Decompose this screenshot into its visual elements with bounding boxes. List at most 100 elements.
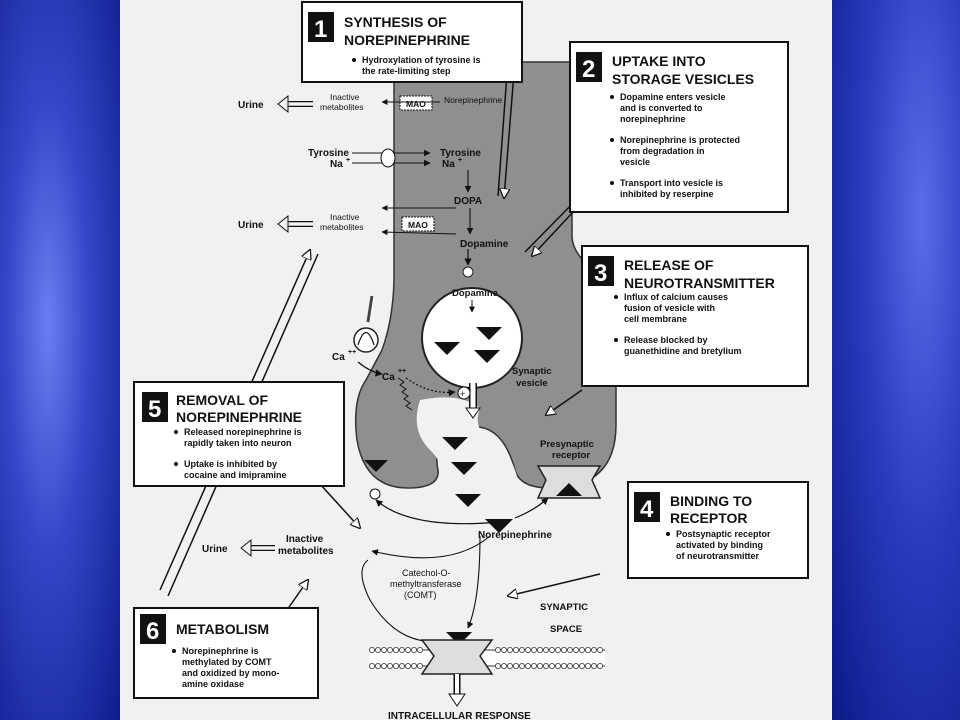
box2-b1-l3: norepinephrine — [620, 114, 686, 124]
membrane-lipid — [578, 647, 585, 654]
box5-title-1: REMOVAL OF — [176, 392, 268, 408]
membrane-lipid — [590, 663, 597, 670]
box2-b3-l2: inhibited by reserpine — [620, 189, 714, 199]
presynaptic-receptor — [536, 465, 602, 499]
membrane-lipid — [410, 647, 417, 654]
presynaptic-receptor-label: receptor — [552, 450, 590, 461]
norepinephrine-diagram: + Tyrosine Na + Tyrosine Na + DOPA Dopam… — [133, 1, 809, 720]
membrane-lipid — [584, 663, 591, 670]
box3-title-1: RELEASE OF — [624, 257, 714, 273]
membrane-lipid — [518, 663, 525, 670]
box5-b1-l1: Released norepinephrine is — [184, 427, 302, 437]
membrane-lipid — [404, 647, 411, 654]
membrane-lipid — [386, 647, 393, 654]
membrane-lipid — [512, 663, 519, 670]
membrane-lipid — [560, 647, 567, 654]
box-uptake: 2 UPTAKE INTO STORAGE VESICLES Dopamine … — [569, 41, 789, 213]
membrane-lipid — [554, 663, 561, 670]
svg-text:++: ++ — [348, 349, 356, 356]
postsynaptic-receptor — [420, 639, 494, 675]
comt-line3: (COMT) — [404, 590, 437, 600]
membrane-lipid — [524, 647, 531, 654]
synaptic-label: Synaptic — [512, 366, 552, 377]
membrane-lipid — [548, 663, 555, 670]
box2-b1-l2: and is converted to — [620, 103, 703, 113]
box5-title-2: NOREPINEPHRINE — [176, 409, 302, 425]
box1-b1-l1: Hydroxylation of tyrosine is — [362, 55, 481, 65]
ne-triangle — [442, 437, 468, 450]
box-release: 3 RELEASE OF NEUROTRANSMITTER Influx of … — [581, 245, 809, 387]
norepinephrine-cleft-label: Norepinephrine — [478, 530, 552, 541]
mao-top-label: MAO — [406, 99, 426, 109]
ne-triangle — [364, 460, 388, 472]
membrane-lipid — [560, 663, 567, 670]
box1-title-1: SYNTHESIS OF — [344, 14, 447, 30]
membrane-lipid — [368, 663, 375, 670]
box4-b1-l3: of neurotransmitter — [676, 551, 760, 561]
tyrosine-label-out: Tyrosine — [308, 148, 349, 159]
ne-triangle — [455, 494, 481, 507]
ca-outside-label: Ca — [332, 352, 345, 363]
svg-text:++: ++ — [398, 368, 406, 375]
calcium-channel — [353, 327, 379, 353]
box5-b2-l1: Uptake is inhibited by — [184, 459, 277, 469]
inactive-bottom: Inactive — [286, 534, 324, 545]
membrane-lipid — [500, 663, 507, 670]
urine-bottom: Urine — [202, 544, 228, 555]
box-removal: 5 REMOVAL OF NOREPINEPHRINE Released nor… — [133, 381, 345, 487]
membrane-lipid — [530, 647, 537, 654]
ca-inside-label: Ca — [382, 372, 395, 383]
synaptic-space-label-2: SPACE — [550, 624, 582, 635]
box2-b1-l1: Dopamine enters vesicle — [620, 92, 726, 102]
membrane-lipid — [392, 663, 399, 670]
membrane-lipid — [506, 663, 513, 670]
dopamine-transporter — [462, 266, 474, 278]
metabolites-top: metabolites — [320, 102, 363, 112]
box-metabolism: 6 METABOLISM Norepinephrine is methylate… — [133, 607, 319, 699]
box4-title-1: BINDING TO — [670, 493, 752, 509]
synaptic-space-label-1: SYNAPTIC — [540, 602, 588, 613]
postsynaptic-membrane — [368, 647, 605, 670]
box-binding: 4 BINDING TO RECEPTOR Postsynaptic recep… — [627, 481, 809, 579]
box4-b1-l1: Postsynaptic receptor — [676, 529, 771, 539]
membrane-lipid — [572, 663, 579, 670]
membrane-lipid — [578, 663, 585, 670]
na-label-in: Na — [442, 159, 455, 170]
metabolites-mid: metabolites — [320, 222, 363, 232]
membrane-lipid — [500, 647, 507, 654]
membrane-lipid — [494, 647, 501, 654]
box6-b1-l3: and oxidized by mono- — [182, 668, 280, 678]
ne-triangle — [451, 462, 477, 475]
membrane-lipid — [542, 647, 549, 654]
box6-number: 6 — [146, 618, 159, 645]
membrane-lipid — [584, 647, 591, 654]
intracellular-response-label: INTRACELLULAR RESPONSE — [388, 711, 531, 720]
box2-number: 2 — [582, 56, 595, 83]
box4-b1-l2: activated by binding — [676, 540, 763, 550]
dopa-label: DOPA — [454, 196, 482, 207]
membrane-lipid — [380, 647, 387, 654]
membrane-lipid — [530, 663, 537, 670]
box3-number: 3 — [594, 260, 607, 287]
vesicle-label: vesicle — [516, 378, 548, 389]
membrane-lipid — [374, 663, 381, 670]
membrane-lipid — [374, 647, 381, 654]
slide-background-right — [832, 0, 960, 720]
box3-b1-l3: cell membrane — [624, 314, 687, 324]
comt-line1: Catechol-O- — [402, 568, 451, 578]
norepinephrine-top-label: Norepinephrine — [444, 95, 502, 105]
membrane-lipid — [380, 663, 387, 670]
membrane-lipid — [410, 663, 417, 670]
membrane-lipid — [518, 647, 525, 654]
slide-background-left — [0, 0, 120, 720]
box2-b2-l2: from degradation in — [620, 146, 705, 156]
membrane-lipid — [398, 663, 405, 670]
box2-b3-l1: Transport into vesicle is — [620, 178, 723, 188]
box2-title-2: STORAGE VESICLES — [612, 71, 754, 87]
membrane-lipid — [392, 647, 399, 654]
box2-title-1: UPTAKE INTO — [612, 53, 706, 69]
urine-top: Urine — [238, 100, 264, 111]
ne-triangle — [474, 350, 500, 363]
synaptic-cleft — [416, 397, 520, 488]
membrane-lipid — [512, 647, 519, 654]
